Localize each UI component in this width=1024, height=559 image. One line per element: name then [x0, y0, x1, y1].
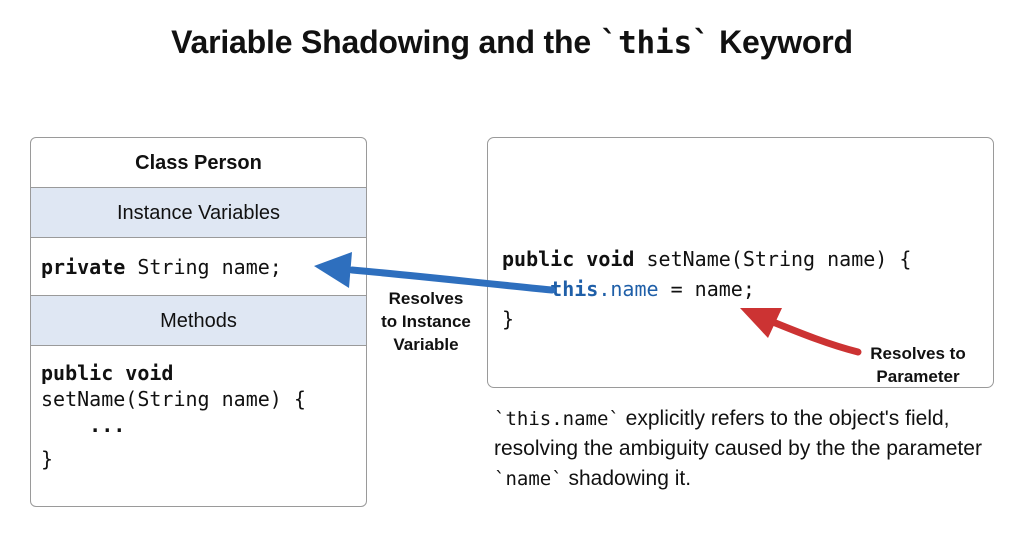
this-field-name: .name [598, 277, 659, 301]
explanation-code-1: `this.name` [494, 408, 620, 430]
label-parameter-line-2: Parameter [876, 367, 960, 386]
method-keyword: public void [41, 361, 174, 385]
method-code-box: public void setName(String name) { this.… [487, 137, 994, 388]
red-arrow [740, 308, 862, 356]
title-prefix: Variable Shadowing and the [171, 24, 600, 60]
label-instance-line-2: to Instance [381, 312, 471, 331]
label-parameter-line-1: Resolves to [870, 344, 966, 363]
explanation-code-2: `name` [494, 468, 563, 490]
code-line-2-rest: = name; [658, 277, 755, 301]
label-resolves-instance: Resolves to Instance Variable [368, 287, 484, 356]
field-declaration: private String name; [31, 238, 366, 296]
method-close: } [41, 447, 54, 471]
code-line-1: public void setName(String name) { [502, 244, 911, 274]
label-resolves-parameter: Resolves to Parameter [856, 342, 980, 388]
title-code: `this` [599, 25, 711, 61]
method-signature: setName(String name) { [41, 387, 306, 411]
this-keyword: this [550, 277, 599, 301]
explanation-text-2: shadowing it. [562, 467, 692, 490]
label-instance-line-1: Resolves [388, 289, 464, 308]
label-instance-line-3: Variable [393, 335, 459, 354]
setname-code: public void setName(String name) { this.… [502, 244, 911, 334]
methods-header: Methods [31, 296, 366, 346]
explanation-text: `this.name` explicitly refers to the obj… [494, 404, 994, 494]
explanation-text-1: explicitly refers to the object's field,… [494, 407, 982, 460]
class-title: Class Person [31, 138, 366, 188]
diagram-title: Variable Shadowing and the `this` Keywor… [0, 24, 1024, 61]
method-body: ... [41, 413, 126, 437]
code-line-3: } [502, 307, 515, 331]
title-suffix: Keyword [710, 24, 853, 60]
field-rest: String name; [125, 255, 282, 279]
class-person-box: Class Person Instance Variables private … [30, 137, 367, 507]
code-line-1-rest: setName(String name) { [634, 247, 912, 271]
code-keyword: public void [502, 247, 635, 271]
code-line-2: this.name = name; [502, 274, 911, 304]
instance-variables-header: Instance Variables [31, 188, 366, 238]
field-keyword: private [41, 255, 126, 279]
blue-arrow [314, 252, 556, 294]
